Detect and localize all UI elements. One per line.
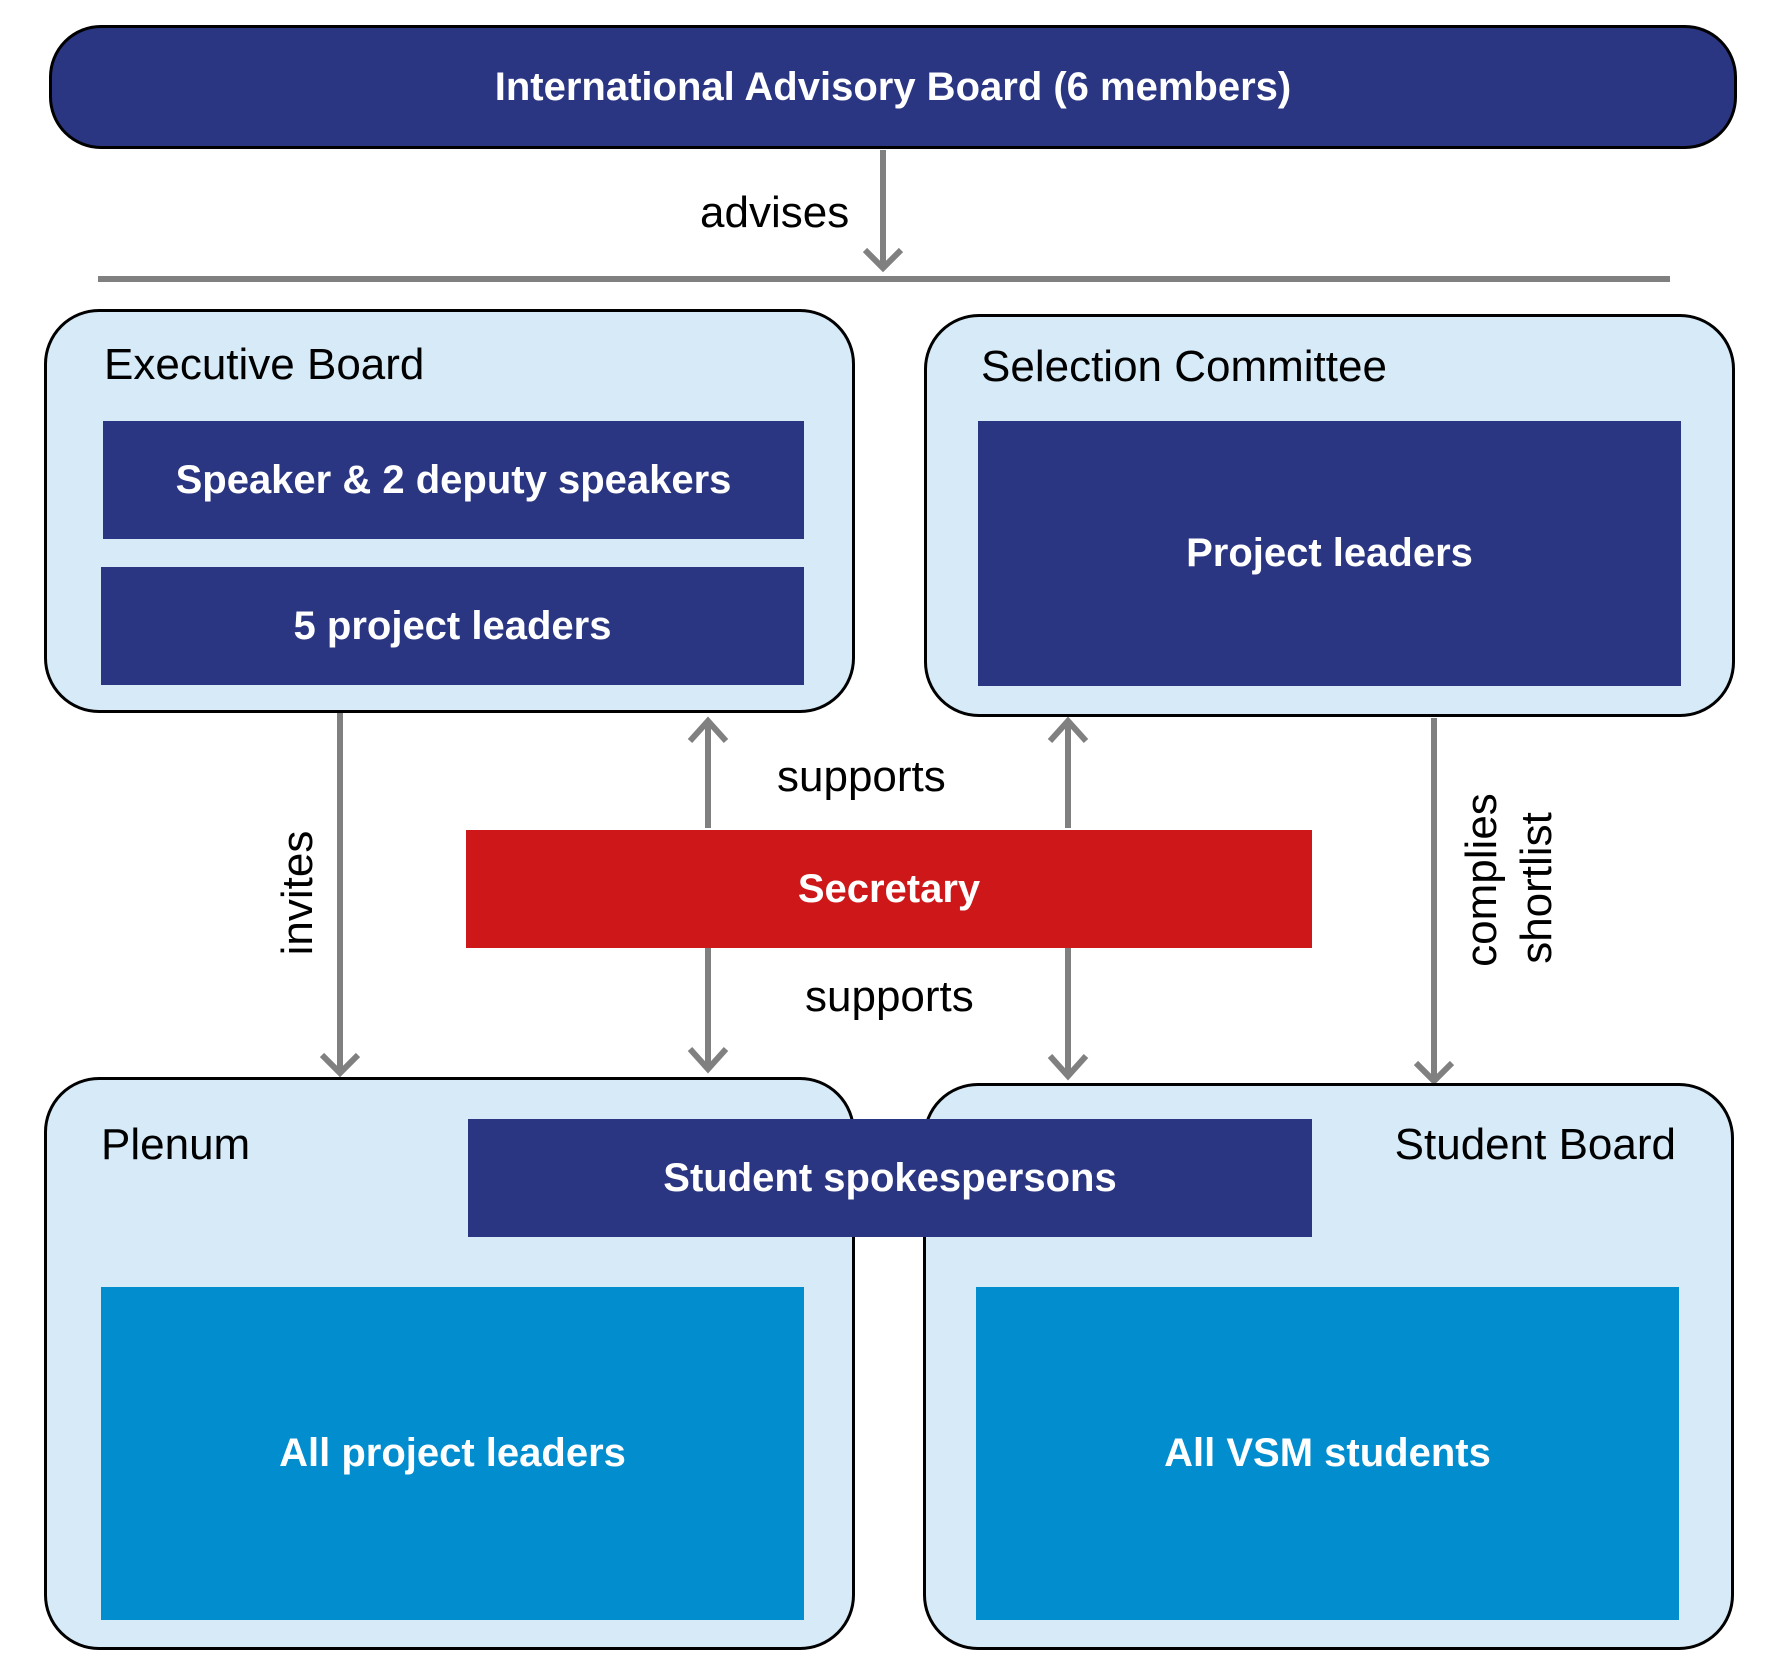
secretary-label: Secretary [797,866,981,911]
all-vsm-students-label: All VSM students [1164,1431,1491,1475]
all-project-leaders-label: All project leaders [279,1431,626,1475]
invites-arrow-head [319,1052,361,1078]
all-vsm-students-box: All VSM students [976,1287,1679,1620]
plenum-title: Plenum [101,1120,251,1169]
complies-label: complies [1457,793,1506,967]
executive-project-leaders-box: 5 project leaders [101,567,804,685]
secretary-to-plenum-arrow-head [687,1046,729,1074]
student-spokespersons-label: Student spokespersons [663,1155,1117,1200]
speakers-box: Speaker & 2 deputy speakers [103,421,804,539]
secretary-to-selection-arrow-head [1047,716,1089,744]
supports-bottom-label: supports [805,972,974,1021]
student-board-title: Student Board [1394,1120,1676,1169]
advises-label: advises [700,188,850,237]
invites-label: invites [273,830,322,956]
speakers-label: Speaker & 2 deputy speakers [175,457,732,502]
secretary-to-executive-arrow-head [687,716,729,744]
advises-arrow-head [862,247,904,273]
executive-board-title: Executive Board [104,340,425,389]
secretary-to-student-board-arrow-head [1047,1053,1089,1081]
student-spokespersons-box: Student spokespersons [468,1119,1312,1237]
advisory-board-box: International Advisory Board (6 members) [49,25,1737,149]
shortlist-arrow-head [1413,1060,1455,1086]
supports-top-label: supports [777,752,946,801]
selection-committee-title: Selection Committee [981,342,1387,391]
selection-project-leaders-box: Project leaders [978,421,1681,686]
secretary-box: Secretary [466,830,1312,948]
all-project-leaders-box: All project leaders [101,1287,804,1620]
shortlist-label: shortlist [1512,812,1561,964]
advisory-board-label: International Advisory Board (6 members) [494,64,1292,109]
executive-project-leaders-label: 5 project leaders [293,603,612,648]
selection-project-leaders-label: Project leaders [1186,531,1473,575]
